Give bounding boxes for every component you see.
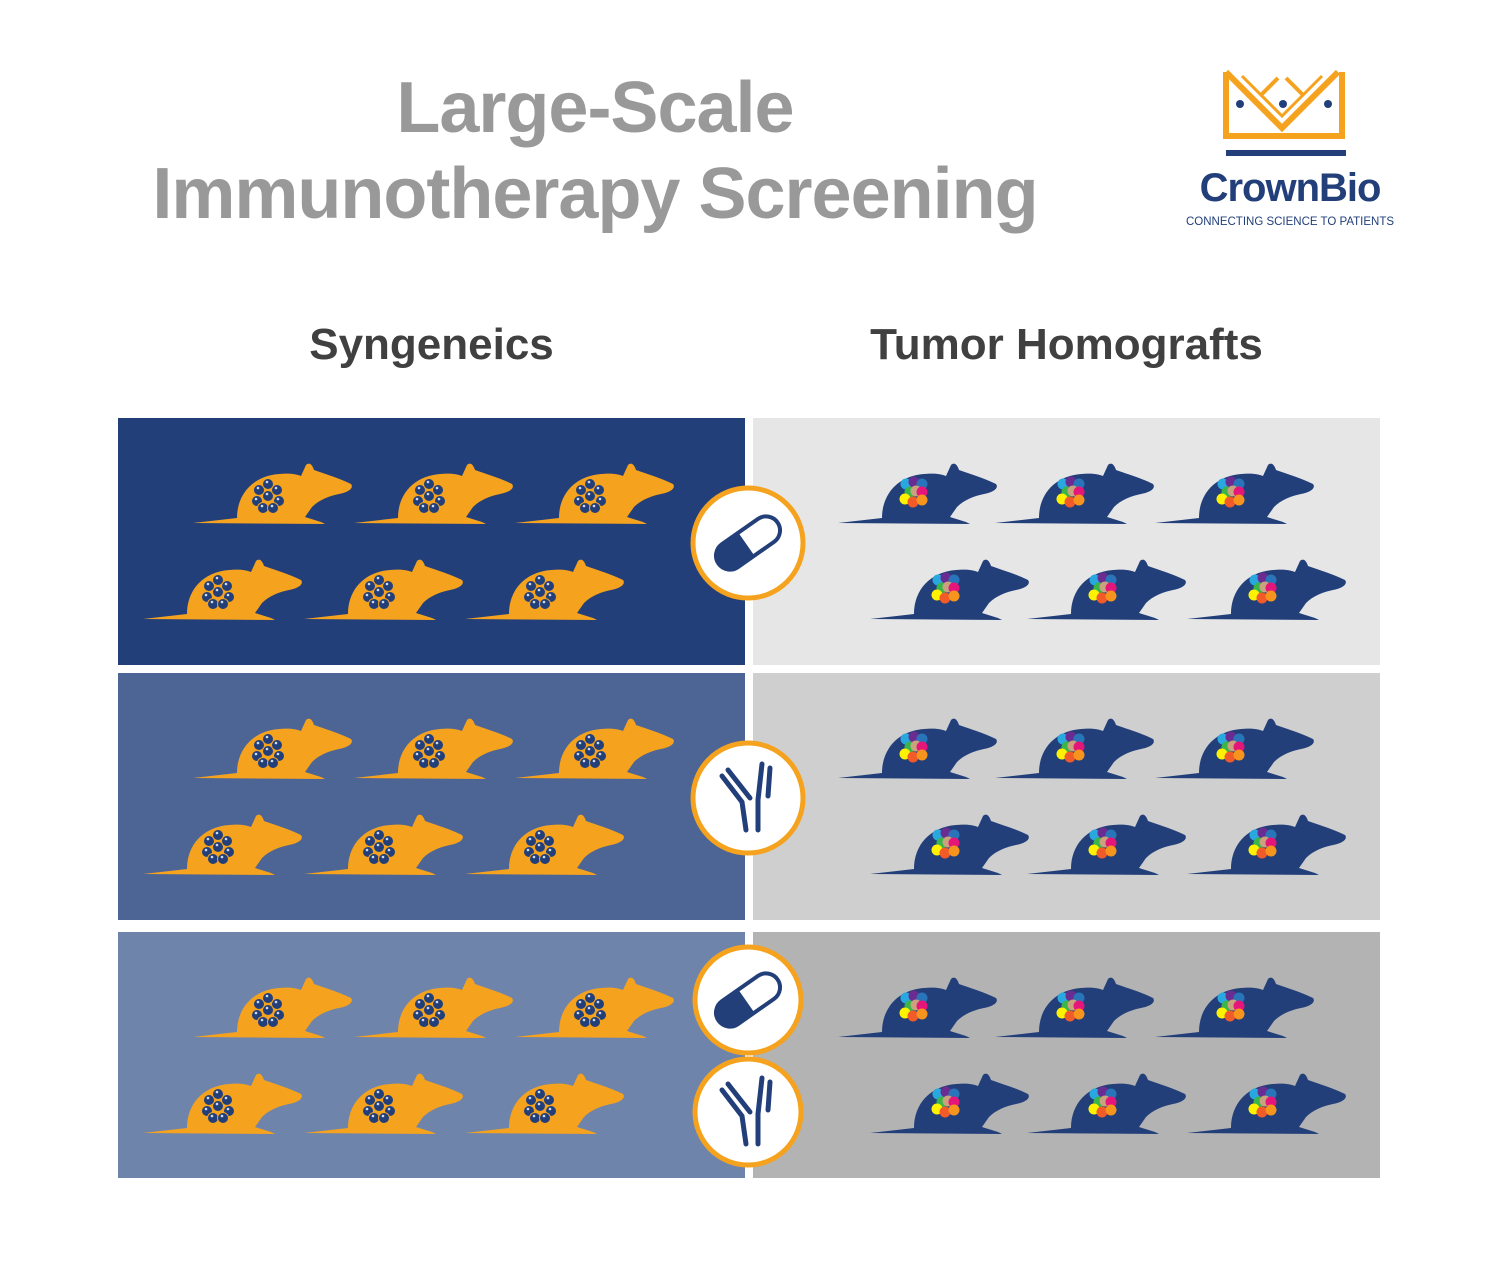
homograft-mouse-icon bbox=[838, 718, 997, 779]
homograft-mouse-icon bbox=[1027, 559, 1186, 620]
syngeneic-row-panel bbox=[118, 932, 745, 1178]
syngeneic-mouse-icon bbox=[193, 718, 352, 779]
syngeneic-mouse-icon bbox=[354, 463, 513, 524]
crownbio-logo-crown-icon bbox=[1223, 69, 1346, 156]
syngeneic-mouse-icon bbox=[354, 718, 513, 779]
homograft-mouse-icon bbox=[870, 1073, 1029, 1134]
homograft-mouse-icon bbox=[1155, 718, 1314, 779]
syngeneic-mouse-icon bbox=[515, 463, 674, 524]
logo-name: CrownBio bbox=[1199, 166, 1382, 210]
syngeneic-mouse-icon bbox=[143, 559, 302, 620]
homograft-mouse-icon bbox=[870, 814, 1029, 875]
syngeneic-mouse-icon bbox=[143, 1073, 302, 1134]
antibody-icon bbox=[719, 761, 773, 833]
syngeneic-mouse-icon bbox=[354, 977, 513, 1038]
syngeneic-mouse-icon bbox=[304, 559, 463, 620]
homograft-mouse-icon bbox=[870, 559, 1029, 620]
title-line-2: Immunotherapy Screening bbox=[152, 154, 1038, 234]
homograft-mouse-icon bbox=[1027, 814, 1186, 875]
column-heading-syngeneics: Syngeneics bbox=[309, 320, 554, 369]
homograft-mouse-icon bbox=[838, 977, 997, 1038]
homograft-mouse-icon bbox=[1155, 977, 1314, 1038]
homograft-mouse-icon bbox=[995, 463, 1154, 524]
homograft-mouse-icon bbox=[1155, 463, 1314, 524]
syngeneic-mouse-icon bbox=[193, 977, 352, 1038]
pill-icon bbox=[713, 971, 783, 1029]
syngeneic-mouse-icon bbox=[465, 814, 624, 875]
syngeneic-mouse-icon bbox=[304, 1073, 463, 1134]
pill-icon bbox=[713, 514, 783, 572]
homograft-mouse-icon bbox=[1187, 559, 1346, 620]
homograft-mouse-icon bbox=[1027, 1073, 1186, 1134]
title-line-1: Large-Scale bbox=[396, 68, 794, 148]
homograft-row-panel bbox=[753, 418, 1380, 665]
syngeneic-mouse-icon bbox=[193, 463, 352, 524]
syngeneic-mouse-icon bbox=[143, 814, 302, 875]
homograft-mouse-icon bbox=[995, 977, 1154, 1038]
syngeneic-mouse-icon bbox=[515, 718, 674, 779]
syngeneic-mouse-icon bbox=[304, 814, 463, 875]
antibody-icon bbox=[719, 1075, 773, 1147]
homograft-mouse-icon bbox=[838, 463, 997, 524]
syngeneic-mouse-icon bbox=[465, 559, 624, 620]
homograft-row-panel bbox=[753, 673, 1380, 920]
syngeneic-row-panel bbox=[118, 418, 745, 665]
syngeneic-mouse-icon bbox=[515, 977, 674, 1038]
syngeneic-mouse-icon bbox=[465, 1073, 624, 1134]
homograft-mouse-icon bbox=[1187, 1073, 1346, 1134]
syngeneic-row-panel bbox=[118, 673, 745, 920]
homograft-mouse-icon bbox=[1187, 814, 1346, 875]
homograft-row-panel bbox=[753, 932, 1380, 1178]
column-heading-tumor-homografts: Tumor Homografts bbox=[870, 320, 1263, 369]
logo-tagline: CONNECTING SCIENCE TO PATIENTS bbox=[1185, 216, 1395, 228]
homograft-mouse-icon bbox=[995, 718, 1154, 779]
